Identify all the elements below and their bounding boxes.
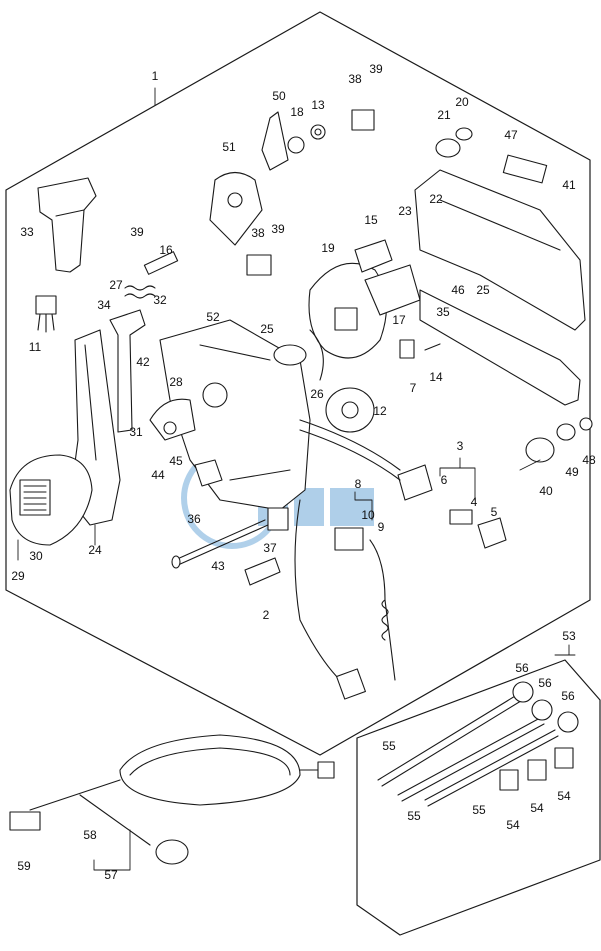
- callout-56a: 56: [515, 661, 529, 675]
- callout-38a: 38: [348, 72, 362, 86]
- callout-40: 40: [539, 484, 553, 498]
- callout-32: 32: [153, 293, 167, 307]
- callout-44: 44: [151, 468, 165, 482]
- callout-59: 59: [17, 859, 31, 873]
- callout-52: 52: [206, 310, 220, 324]
- callout-45: 45: [169, 454, 183, 468]
- callout-57: 57: [104, 868, 118, 882]
- callout-23: 23: [398, 204, 412, 218]
- callout-9: 9: [377, 520, 385, 534]
- callout-12: 12: [373, 404, 387, 418]
- callout-26: 26: [310, 387, 324, 401]
- callout-31: 31: [129, 425, 143, 439]
- callout-5: 5: [490, 505, 498, 519]
- callout-15: 15: [364, 213, 378, 227]
- callout-37: 37: [263, 541, 277, 555]
- callout-36: 36: [187, 512, 201, 526]
- callout-39a: 39: [369, 62, 383, 76]
- callout-42: 42: [136, 355, 150, 369]
- callout-56b: 56: [538, 676, 552, 690]
- callout-16: 16: [159, 243, 173, 257]
- callout-7: 7: [409, 381, 417, 395]
- callout-51: 51: [222, 140, 236, 154]
- callout-28: 28: [169, 375, 183, 389]
- wire-harness: [119, 734, 301, 806]
- callout-55a: 55: [382, 739, 396, 753]
- callout-50: 50: [272, 89, 286, 103]
- callout-53: 53: [562, 629, 576, 643]
- callout-56c: 56: [561, 689, 575, 703]
- callout-22: 22: [429, 192, 443, 206]
- side-cover: [414, 169, 586, 331]
- lever-handle: [37, 177, 97, 273]
- callout-14: 14: [429, 370, 443, 384]
- callout-55b: 55: [407, 809, 421, 823]
- callout-20: 20: [455, 95, 469, 109]
- callout-48: 48: [582, 453, 596, 467]
- callout-35: 35: [436, 305, 450, 319]
- callout-10: 10: [361, 508, 375, 522]
- callout-17: 17: [392, 313, 406, 327]
- callout-54b: 54: [530, 801, 544, 815]
- callout-2: 2: [262, 608, 270, 622]
- callout-54a: 54: [506, 818, 520, 832]
- callout-27: 27: [109, 278, 123, 292]
- callout-33: 33: [20, 225, 34, 239]
- callout-30: 30: [29, 549, 43, 563]
- callout-25b: 25: [476, 283, 490, 297]
- bolt-kit-frame: [356, 659, 601, 936]
- callout-8: 8: [354, 477, 362, 491]
- callout-41: 41: [562, 178, 576, 192]
- callout-34: 34: [97, 298, 111, 312]
- callout-25a: 25: [260, 322, 274, 336]
- callout-21: 21: [437, 108, 451, 122]
- callout-39b: 39: [271, 222, 285, 236]
- leader-lines: [17, 87, 576, 871]
- callout-24: 24: [88, 543, 102, 557]
- callout-54c: 54: [557, 789, 571, 803]
- callout-29: 29: [11, 569, 25, 583]
- callout-4: 4: [470, 495, 478, 509]
- callout-38b: 38: [251, 226, 265, 240]
- callout-39c: 39: [130, 225, 144, 239]
- callout-19: 19: [321, 241, 335, 255]
- callout-11: 11: [28, 340, 42, 354]
- callout-13: 13: [311, 98, 325, 112]
- callout-46: 46: [451, 283, 465, 297]
- callout-6: 6: [440, 473, 448, 487]
- callout-55c: 55: [472, 803, 486, 817]
- callout-49: 49: [565, 465, 579, 479]
- callout-3: 3: [456, 439, 464, 453]
- callout-18: 18: [290, 105, 304, 119]
- callout-1: 1: [151, 69, 159, 83]
- callout-58: 58: [83, 828, 97, 842]
- callout-47: 47: [504, 128, 518, 142]
- callout-43: 43: [211, 559, 225, 573]
- grip-cover: [9, 454, 93, 546]
- assembly-frame: [5, 11, 591, 756]
